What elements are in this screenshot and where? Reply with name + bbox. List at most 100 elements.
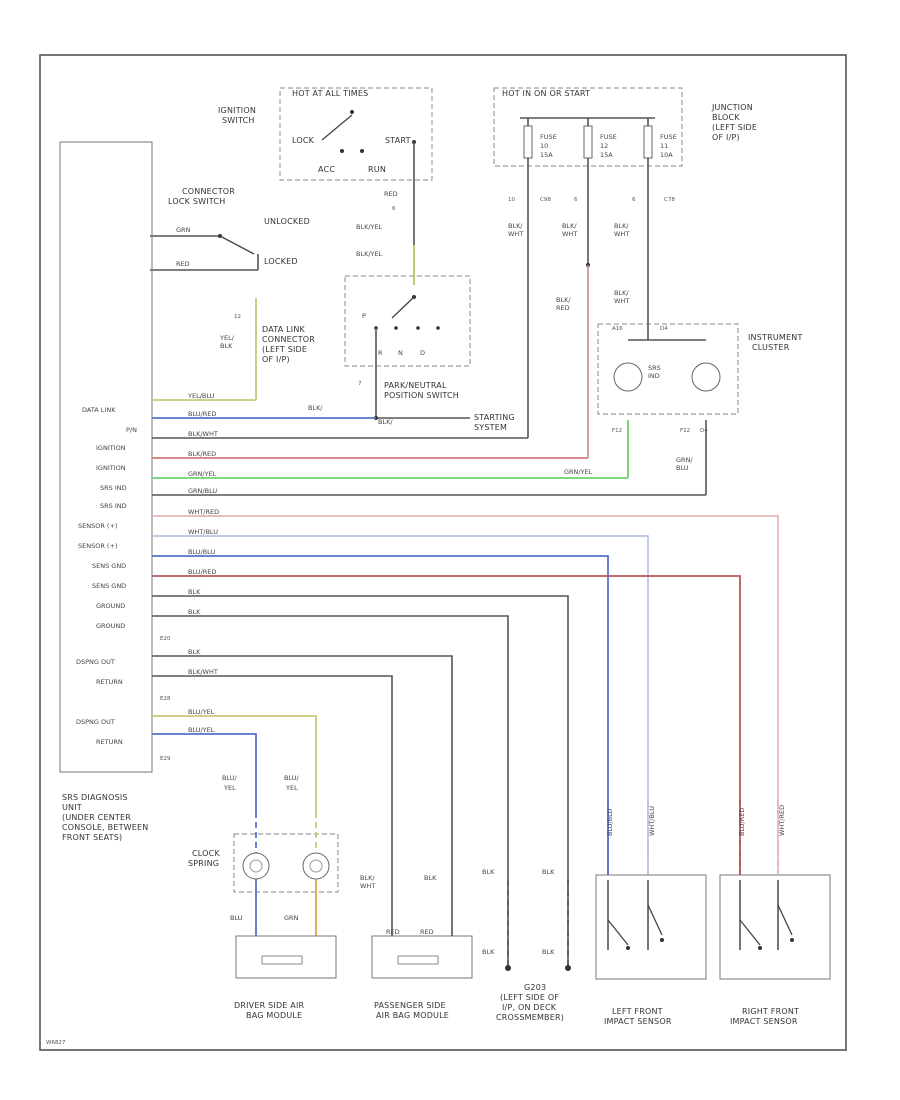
- svg-text:CROSSMEMBER): CROSSMEMBER): [496, 1013, 564, 1022]
- svg-text:F12: F12: [680, 428, 690, 434]
- svg-text:BLU/: BLU/: [222, 774, 238, 782]
- svg-text:GRN: GRN: [284, 914, 299, 922]
- svg-text:D4: D4: [700, 428, 708, 434]
- svg-text:INSTRUMENT: INSTRUMENT: [748, 333, 803, 342]
- svg-text:GRN/YEL: GRN/YEL: [564, 468, 593, 476]
- svg-text:YEL: YEL: [223, 784, 236, 792]
- svg-text:10A: 10A: [660, 151, 673, 159]
- driver-airbag-module: DRIVER SIDE AIR BAG MODULE: [234, 935, 337, 1020]
- clock-spring: CLOCK SPRING BLU/ YEL BLU/ YEL BLU GRN: [188, 774, 339, 936]
- svg-text:CONNECTOR: CONNECTOR: [182, 187, 235, 196]
- svg-text:OF I/P): OF I/P): [262, 355, 290, 364]
- svg-text:GROUND: GROUND: [96, 602, 125, 610]
- svg-text:BLU/YEL: BLU/YEL: [188, 708, 215, 716]
- svg-text:SENSOR (+): SENSOR (+): [78, 542, 117, 550]
- svg-text:G203: G203: [524, 983, 546, 992]
- svg-text:GRN/BLU: GRN/BLU: [188, 487, 217, 495]
- svg-text:E28: E28: [160, 696, 171, 702]
- svg-text:WHT: WHT: [562, 230, 577, 238]
- svg-text:SENSOR (+): SENSOR (+): [78, 522, 117, 530]
- svg-text:BLU: BLU: [230, 914, 243, 922]
- svg-text:C78: C78: [664, 197, 675, 203]
- svg-text:SRS IND: SRS IND: [100, 484, 127, 492]
- svg-text:BLU/YEL: BLU/YEL: [188, 726, 215, 734]
- svg-text:SRS DIAGNOSIS: SRS DIAGNOSIS: [62, 793, 128, 802]
- svg-text:SENS GND: SENS GND: [92, 582, 126, 590]
- svg-text:SPRING: SPRING: [188, 859, 219, 868]
- svg-text:RED: RED: [556, 304, 570, 312]
- svg-text:CLUSTER: CLUSTER: [752, 343, 790, 352]
- svg-text:CONSOLE, BETWEEN: CONSOLE, BETWEEN: [62, 823, 148, 832]
- svg-text:BLK/YEL: BLK/YEL: [356, 250, 383, 258]
- svg-text:YEL: YEL: [285, 784, 298, 792]
- svg-text:10: 10: [508, 197, 515, 203]
- svg-text:WHT/RED: WHT/RED: [188, 508, 219, 516]
- svg-text:RETURN: RETURN: [96, 738, 123, 746]
- svg-text:BLK: BLK: [482, 948, 495, 956]
- ignition-start-label: START: [385, 136, 411, 145]
- svg-text:IND: IND: [648, 372, 660, 380]
- svg-text:BLK: BLK: [188, 588, 201, 596]
- svg-text:BLK/WHT: BLK/WHT: [188, 430, 218, 438]
- svg-text:WHT: WHT: [360, 882, 375, 890]
- svg-text:6: 6: [632, 197, 636, 203]
- svg-text:UNIT: UNIT: [62, 803, 82, 812]
- ignition-title: IGNITION: [218, 106, 256, 115]
- ignition-acc-label: ACC: [318, 165, 335, 174]
- svg-text:DSPNG OUT: DSPNG OUT: [76, 658, 115, 666]
- svg-text:N: N: [398, 349, 403, 357]
- svg-text:A16: A16: [612, 326, 623, 332]
- svg-text:E20: E20: [160, 636, 171, 642]
- svg-text:BLK: BLK: [542, 948, 555, 956]
- svg-text:BLK/: BLK/: [556, 296, 571, 304]
- fuse-block-header: HOT IN ON OR START: [502, 89, 590, 98]
- svg-text:BLK: BLK: [542, 868, 555, 876]
- svg-text:DRIVER SIDE AIR: DRIVER SIDE AIR: [234, 1001, 305, 1010]
- svg-text:BLK/: BLK/: [378, 418, 393, 426]
- svg-text:SENS GND: SENS GND: [92, 562, 126, 570]
- svg-text:D: D: [420, 349, 425, 357]
- svg-text:BLK/RED: BLK/RED: [188, 450, 216, 458]
- svg-text:7: 7: [358, 381, 362, 387]
- svg-text:RIGHT FRONT: RIGHT FRONT: [742, 1007, 799, 1016]
- svg-text:10: 10: [540, 142, 548, 150]
- svg-text:12: 12: [234, 314, 241, 320]
- ground-g203: BLK BLK BLK BLK G203 (LEFT SIDE OF I/P, …: [482, 868, 571, 1022]
- instrument-cluster: INSTRUMENT CLUSTER A16 D4 SRS IND F12 F1…: [564, 318, 803, 495]
- svg-text:BLK/: BLK/: [562, 222, 577, 230]
- ignition-title-2: SWITCH: [222, 116, 255, 125]
- svg-text:11: 11: [660, 142, 668, 150]
- svg-text:F12: F12: [612, 428, 622, 434]
- ignition-output: RED 6 BLK/YEL BLK/YEL: [356, 180, 415, 285]
- svg-text:STARTING: STARTING: [474, 413, 515, 422]
- svg-text:FRONT SEATS): FRONT SEATS): [62, 833, 122, 842]
- svg-text:BLOCK: BLOCK: [712, 113, 740, 122]
- svg-text:POSITION SWITCH: POSITION SWITCH: [384, 391, 459, 400]
- srs-wire-labels: YEL/BLU BLU/RED BLK/WHT BLK/RED GRN/YEL …: [187, 392, 219, 734]
- svg-text:12: 12: [600, 142, 608, 150]
- svg-text:SRS IND: SRS IND: [100, 502, 127, 510]
- svg-text:BLK/YEL: BLK/YEL: [356, 223, 383, 231]
- svg-text:BLK/: BLK/: [360, 874, 375, 882]
- svg-text:GRN/: GRN/: [676, 456, 693, 464]
- svg-text:OF I/P): OF I/P): [712, 133, 740, 142]
- ignition-run-label: RUN: [368, 165, 386, 174]
- svg-text:DATA LINK: DATA LINK: [262, 325, 306, 334]
- svg-text:RED: RED: [386, 928, 400, 936]
- svg-text:BLK/: BLK/: [308, 404, 323, 412]
- svg-text:15A: 15A: [540, 151, 553, 159]
- svg-text:BLU/RED: BLU/RED: [188, 568, 216, 576]
- svg-text:RETURN: RETURN: [96, 678, 123, 686]
- svg-text:PASSENGER SIDE: PASSENGER SIDE: [374, 1001, 446, 1010]
- svg-text:BLU/BLU: BLU/BLU: [606, 809, 614, 836]
- svg-text:FUSE: FUSE: [540, 133, 557, 141]
- svg-text:LOCKED: LOCKED: [264, 257, 298, 266]
- svg-text:IGNITION: IGNITION: [96, 444, 126, 452]
- left-front-impact-sensor: BLU/BLU WHT/BLU LEFT FRONT IMPACT SENSOR: [595, 800, 707, 1026]
- svg-text:SRS: SRS: [648, 364, 661, 372]
- svg-text:E29: E29: [160, 756, 171, 762]
- svg-text:GROUND: GROUND: [96, 622, 125, 630]
- svg-text:D4: D4: [660, 326, 668, 332]
- fuse-10: FUSE 10 15A: [523, 125, 557, 159]
